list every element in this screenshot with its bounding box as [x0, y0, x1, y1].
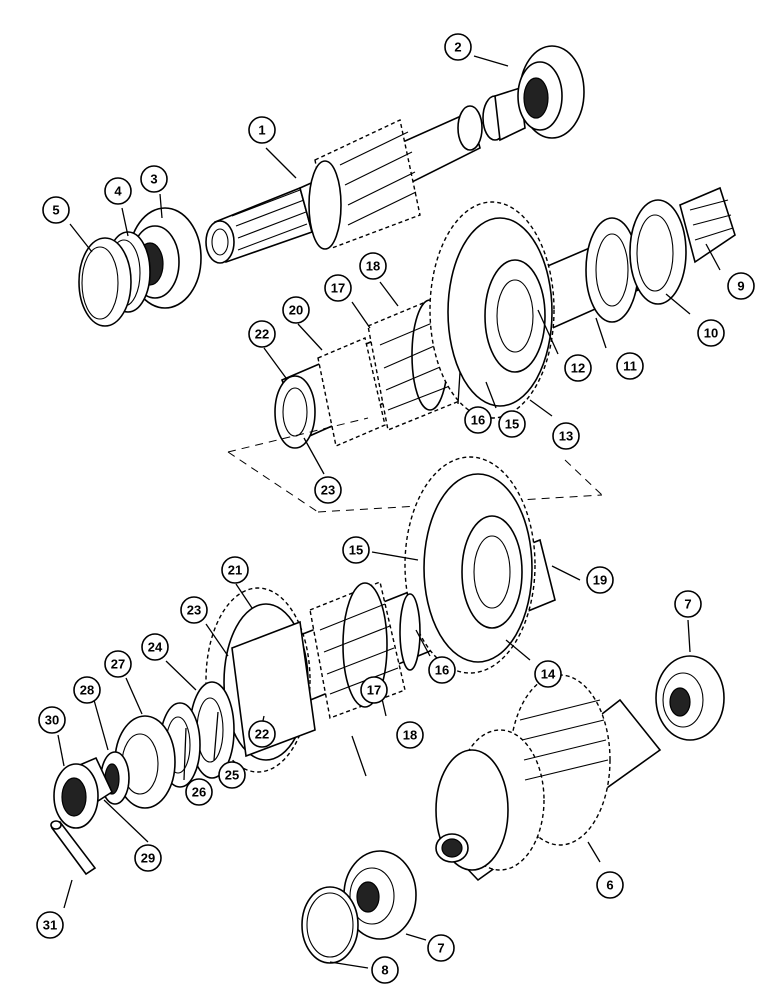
- callout-20: 20: [282, 296, 310, 324]
- callout-24: 24: [141, 633, 169, 661]
- svg-text:14: 14: [541, 667, 556, 682]
- svg-text:19: 19: [593, 573, 607, 588]
- callout-29: 29: [134, 844, 162, 872]
- svg-text:10: 10: [704, 326, 718, 341]
- callout-18-upper: 18: [359, 252, 387, 280]
- callout-12: 12: [564, 354, 592, 382]
- svg-text:22: 22: [255, 327, 269, 342]
- callout-28: 28: [73, 676, 101, 704]
- svg-text:27: 27: [111, 657, 125, 672]
- assembly-connector-dashes: [227, 417, 603, 513]
- svg-text:26: 26: [192, 785, 206, 800]
- layshaft-bearing-rear: [655, 655, 725, 741]
- layshaft-cluster: [435, 674, 662, 882]
- svg-text:9: 9: [737, 279, 744, 294]
- svg-text:4: 4: [114, 184, 122, 199]
- svg-text:23: 23: [321, 483, 335, 498]
- callout-1: 1: [248, 116, 276, 144]
- svg-text:25: 25: [225, 768, 239, 783]
- svg-text:24: 24: [148, 640, 163, 655]
- callout-15-lower: 15: [342, 536, 370, 564]
- mainshaft-upper: [274, 186, 736, 449]
- svg-text:21: 21: [228, 563, 242, 578]
- callout-2: 2: [444, 33, 472, 61]
- svg-text:1: 1: [258, 123, 265, 138]
- callout-6: 6: [596, 871, 624, 899]
- svg-text:8: 8: [381, 963, 388, 978]
- svg-text:7: 7: [684, 597, 691, 612]
- svg-text:7: 7: [437, 941, 444, 956]
- callout-10: 10: [697, 319, 725, 347]
- svg-text:11: 11: [623, 359, 637, 374]
- callout-9: 9: [727, 272, 755, 300]
- callout-15-upper: 15: [498, 410, 526, 438]
- callout-23-upper: 23: [314, 476, 342, 504]
- svg-text:2: 2: [454, 40, 461, 55]
- svg-text:15: 15: [505, 417, 519, 432]
- svg-text:18: 18: [366, 259, 380, 274]
- svg-text:13: 13: [559, 429, 573, 444]
- svg-text:5: 5: [52, 203, 59, 218]
- mainshaft-lower: [53, 456, 556, 829]
- callout-8: 8: [371, 956, 399, 984]
- callout-3: 3: [140, 165, 168, 193]
- layshaft-bearing-front: [301, 850, 417, 964]
- callout-17-upper: 17: [324, 274, 352, 302]
- svg-text:6: 6: [606, 878, 613, 893]
- callout-11: 11: [616, 352, 644, 380]
- callout-16-lower: 16: [428, 656, 456, 684]
- callout-22-lower: 22: [248, 720, 276, 748]
- svg-text:16: 16: [435, 663, 449, 678]
- svg-text:30: 30: [45, 713, 59, 728]
- callout-18-lower: 18: [396, 721, 424, 749]
- svg-text:29: 29: [141, 851, 155, 866]
- svg-text:18: 18: [403, 728, 417, 743]
- svg-text:3: 3: [150, 172, 157, 187]
- svg-text:16: 16: [471, 413, 485, 428]
- svg-text:22: 22: [255, 727, 269, 742]
- callout-21: 21: [221, 556, 249, 584]
- svg-text:23: 23: [187, 603, 201, 618]
- callout-17-lower: 17: [360, 676, 388, 704]
- roll-pin: [50, 820, 97, 876]
- svg-text:17: 17: [367, 683, 381, 698]
- callout-26: 26: [185, 778, 213, 806]
- rear-bearing: [517, 45, 585, 139]
- callout-5: 5: [42, 196, 70, 224]
- callout-30: 30: [38, 706, 66, 734]
- callout-27: 27: [104, 650, 132, 678]
- svg-text:28: 28: [80, 683, 94, 698]
- callout-7-lower: 7: [427, 934, 455, 962]
- callout-13: 13: [552, 422, 580, 450]
- callout-19: 19: [586, 566, 614, 594]
- callout-25: 25: [218, 761, 246, 789]
- svg-text:20: 20: [289, 303, 303, 318]
- svg-text:17: 17: [331, 281, 345, 296]
- callout-23-lower: 23: [180, 596, 208, 624]
- callout-22-upper: 22: [248, 320, 276, 348]
- svg-text:15: 15: [349, 543, 363, 558]
- front-bearing-and-rings: [78, 207, 202, 327]
- callout-31: 31: [36, 911, 64, 939]
- svg-text:12: 12: [571, 361, 585, 376]
- callout-4: 4: [104, 177, 132, 205]
- callout-14: 14: [534, 660, 562, 688]
- callout-16-upper: 16: [464, 406, 492, 434]
- svg-text:31: 31: [43, 918, 57, 933]
- callout-7-upper: 7: [674, 590, 702, 618]
